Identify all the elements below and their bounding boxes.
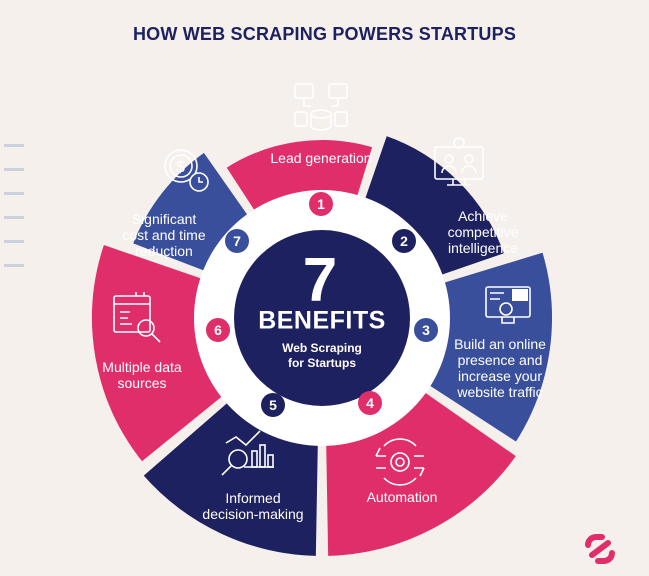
- center-number: 7: [302, 246, 338, 315]
- segment-label-line: Multiple data: [102, 359, 182, 375]
- segment-label-line: website traffic: [457, 384, 543, 400]
- infographic-title: HOW WEB SCRAPING POWERS STARTUPS: [132, 24, 517, 44]
- 24h-monitor-icon: [485, 286, 531, 324]
- segment-label-line: intelligence: [447, 240, 519, 256]
- segment-label-line: increase your: [457, 368, 543, 384]
- center-subtitle: Web Scraping for Startups: [252, 341, 392, 371]
- segment-number-7: 7: [225, 229, 249, 253]
- dashboard-search-icon: [113, 292, 161, 343]
- svg-text:$: $: [176, 159, 185, 176]
- segment-label-4: Automation: [337, 489, 467, 505]
- segment-label-line: Build an online: [454, 336, 546, 352]
- segment-label-line: Automation: [366, 489, 438, 505]
- segment-label-line: cost and time: [122, 227, 206, 243]
- segment-label-line: Lead generation: [270, 150, 372, 166]
- brand-logo-icon: [585, 534, 615, 564]
- segment-number-5: 5: [261, 393, 285, 417]
- segment-number-2: 2: [392, 229, 416, 253]
- segment-label-line: Achieve: [458, 208, 508, 224]
- segment-label-1: Lead generation: [256, 150, 386, 166]
- database-icon: [294, 83, 348, 131]
- center-subtitle-line: for Startups: [287, 356, 356, 370]
- segment-number-1: 1: [309, 192, 333, 216]
- segment-label-line: decision-making: [202, 506, 304, 522]
- segment-label-line: competitive: [447, 224, 519, 240]
- users-monitor-icon: [434, 137, 484, 186]
- segment-number-4: 4: [358, 391, 382, 415]
- center-subtitle-line: Web Scraping: [282, 341, 362, 355]
- segment-label-line: sources: [117, 375, 167, 391]
- decorative-dots: [4, 144, 24, 267]
- segment-label-line: Informed: [225, 490, 281, 506]
- segment-number-3: 3: [414, 318, 438, 342]
- gear-arrows-icon: [375, 438, 425, 486]
- segment-label-line: Significant: [131, 211, 197, 227]
- center-circle: [234, 230, 410, 406]
- segment-label-line: reduction: [135, 243, 193, 259]
- center-word: BENEFITS: [258, 306, 386, 335]
- segment-label-line: presence and: [457, 352, 543, 368]
- dollar-clock-icon: $: [164, 149, 209, 192]
- analytics-magnifier-icon: [221, 430, 274, 476]
- segment-number-6: 6: [206, 318, 230, 342]
